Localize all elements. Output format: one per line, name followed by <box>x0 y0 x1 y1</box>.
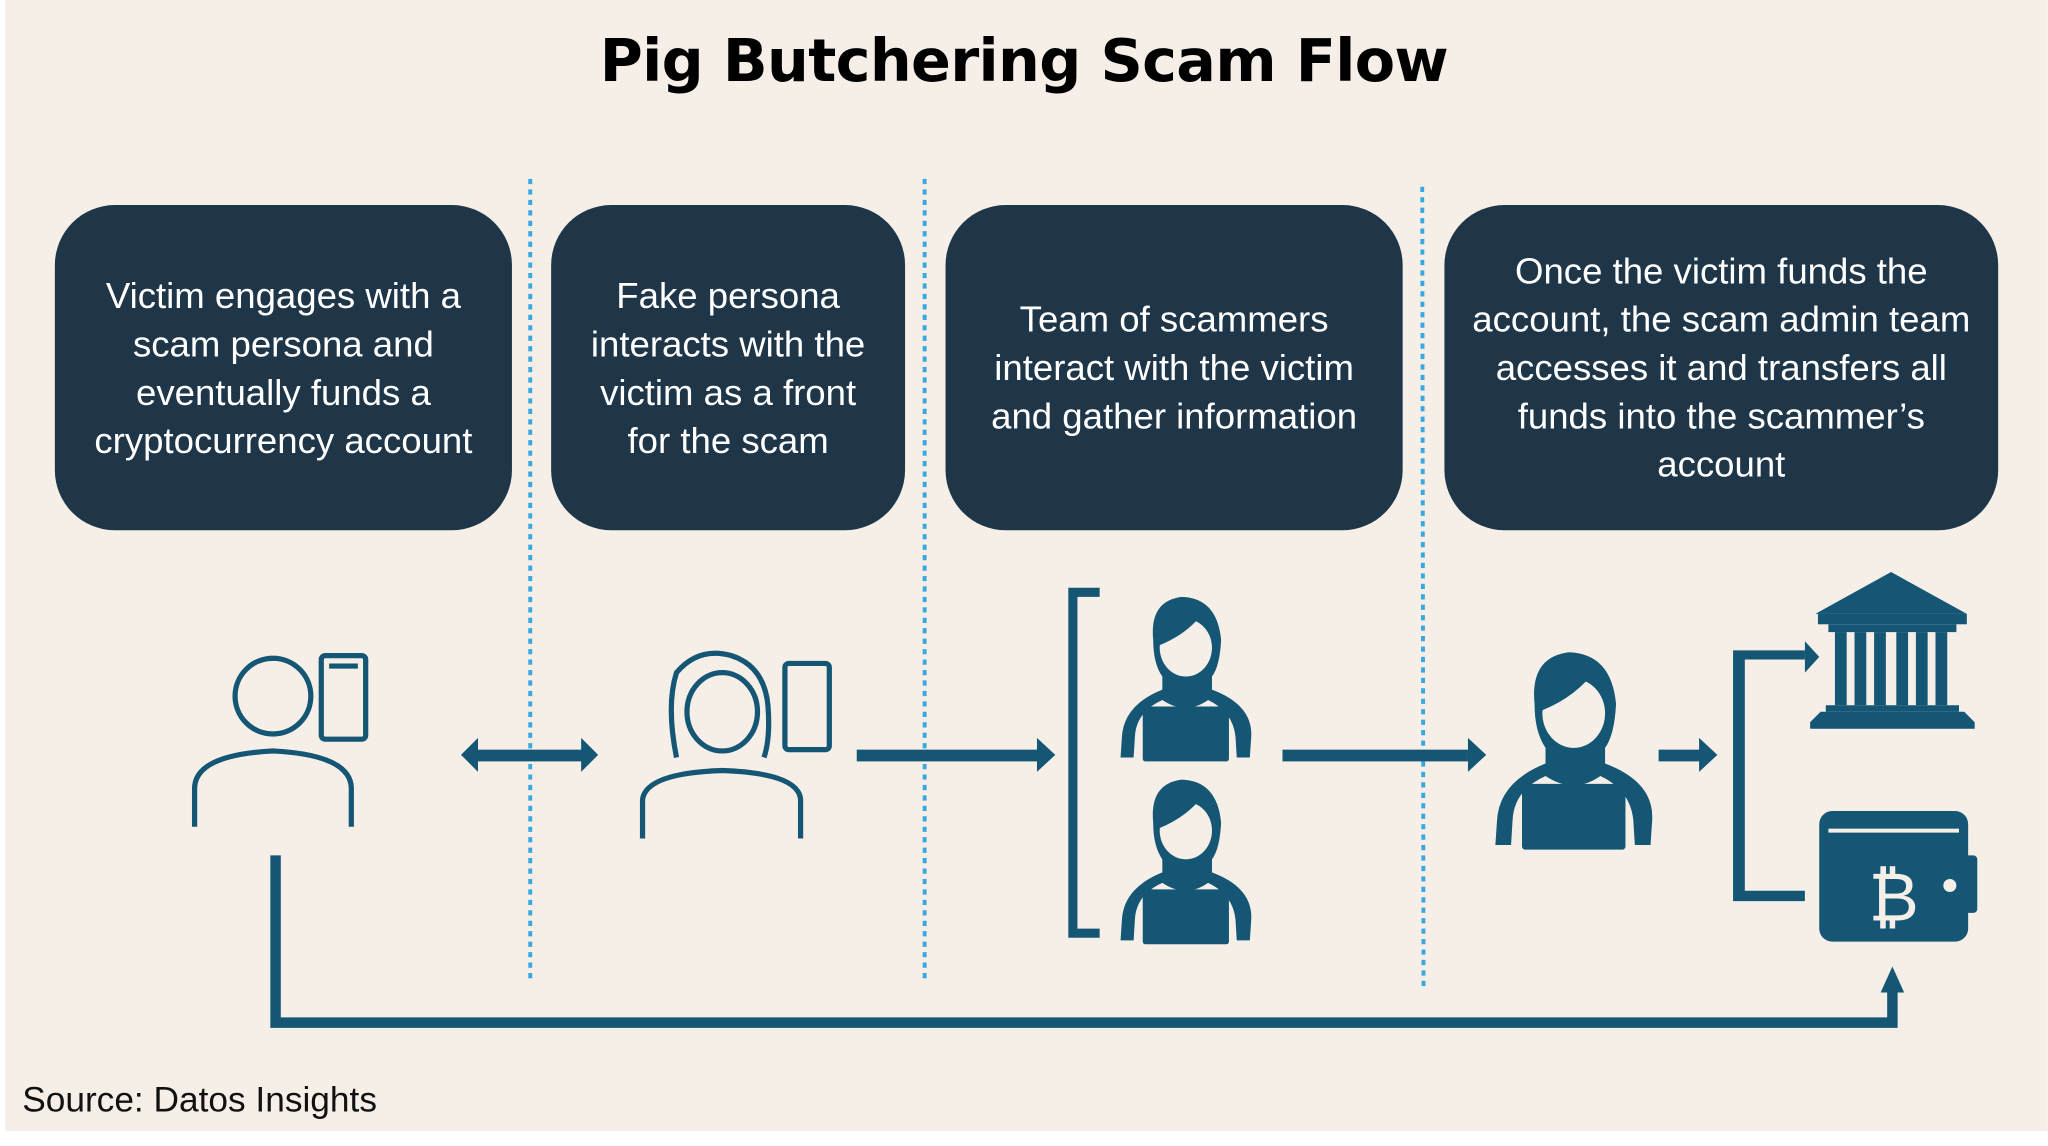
double-arrow-icon <box>461 737 599 772</box>
arrow-head-icon <box>1467 737 1487 772</box>
dividers <box>528 178 1426 990</box>
scammer-laptop-icon <box>1120 596 1252 762</box>
step-box-victim: Victim engages with a scam persona and e… <box>54 205 512 531</box>
admin-scammer-laptop-icon <box>1495 652 1653 850</box>
split-connector-icon <box>1733 650 1805 902</box>
scammer-laptop-icon <box>1120 779 1252 945</box>
page-title: Pig Butchering Scam Flow <box>599 26 1449 96</box>
divider-line <box>1420 186 1426 990</box>
bitcoin-wallet-icon: ₿ <box>1819 811 1978 942</box>
arrow-head-icon <box>1036 737 1056 772</box>
svg-text:₿: ₿ <box>1869 859 1919 938</box>
bank-icon <box>1810 572 1975 729</box>
arrow-head-icon <box>1699 737 1718 772</box>
source-note: Source: Datos Insights <box>22 1080 377 1120</box>
arrow-icon <box>1658 749 1701 762</box>
arrow-head-icon <box>1804 641 1820 673</box>
background <box>5 0 2048 1131</box>
victim-person-icon <box>191 652 369 827</box>
arrow-head-icon <box>1880 966 1905 993</box>
step-box-admin-team: Once the victim funds the account, the s… <box>1444 205 1999 531</box>
arrow-icon <box>856 749 1040 762</box>
step-box-fake-persona: Fake persona interacts with the victim a… <box>551 205 906 531</box>
step-box-scammer-team: Team of scammers interact with the victi… <box>945 205 1403 531</box>
fake-persona-woman-icon <box>639 650 832 839</box>
arrow-icon <box>1282 749 1468 762</box>
bracket-icon <box>1068 587 1100 938</box>
return-arrow-line-icon <box>270 855 1898 1028</box>
